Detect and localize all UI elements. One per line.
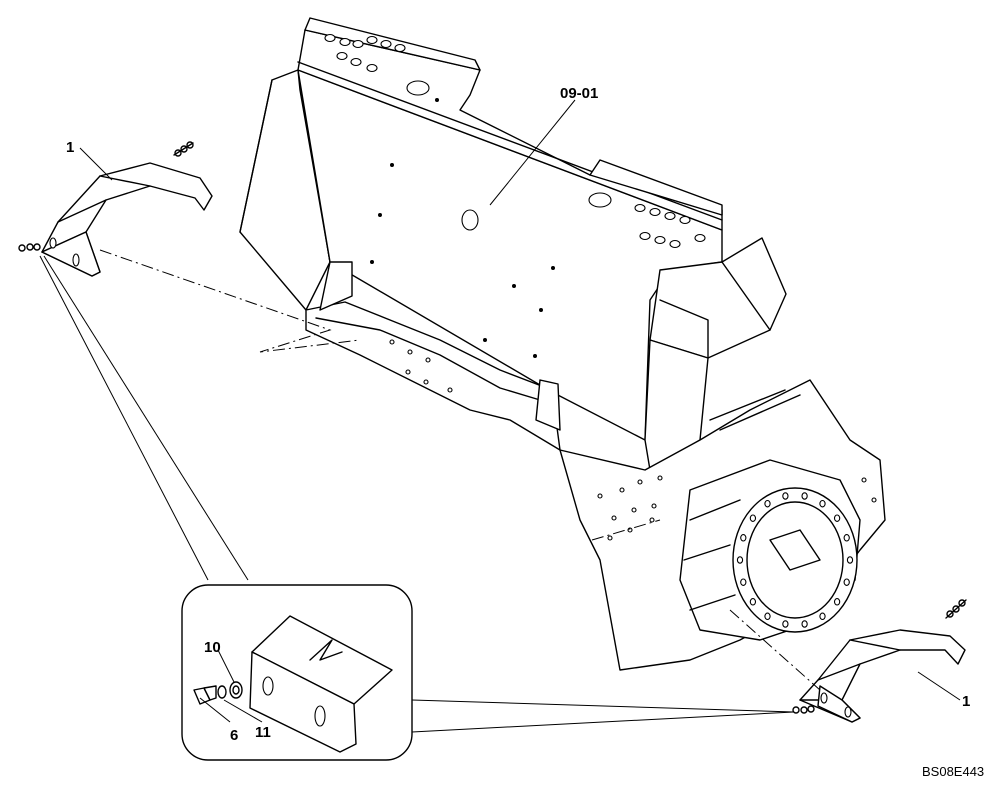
ring-bolt-hole xyxy=(782,620,789,628)
ring-bolt-hole xyxy=(764,499,771,508)
label-fender-right: 1 xyxy=(962,693,970,710)
bolt-set-right-top xyxy=(945,599,967,619)
bolt-set-right-side xyxy=(792,705,815,714)
label-bolt-6: 6 xyxy=(230,727,238,744)
fender-right xyxy=(792,599,967,723)
ring-bolt-hole xyxy=(740,578,747,586)
bolt-6 xyxy=(193,685,217,705)
ring-bolt-hole xyxy=(846,556,854,564)
ring-bolt-hole xyxy=(764,612,771,621)
ring-bolt-hole xyxy=(801,492,808,500)
ring-bolt-hole xyxy=(843,578,850,586)
ring-bolt-hole xyxy=(819,612,826,621)
label-fender-left: 1 xyxy=(66,139,74,156)
ring-bolt-hole xyxy=(833,598,841,606)
fender-left xyxy=(18,141,213,277)
bolt-set-left-top xyxy=(173,141,194,157)
label-lock-washer-11: 11 xyxy=(255,724,271,741)
ring-bolt-hole xyxy=(819,499,826,508)
top-plate-holes xyxy=(324,33,706,249)
lock-washer-11 xyxy=(217,685,227,699)
ring-bolt-hole xyxy=(801,620,808,628)
label-09-01: 09-01 xyxy=(560,85,598,102)
label-washer-10: 10 xyxy=(204,639,221,656)
frame-assembly xyxy=(239,17,886,671)
detail-inset xyxy=(181,584,413,761)
ring-bolt-hole xyxy=(749,514,757,522)
bolt-set-left-side xyxy=(18,243,41,252)
ring-bolt-hole xyxy=(736,556,744,564)
washer-10 xyxy=(229,681,243,699)
ring-bolt-hole xyxy=(833,514,841,522)
leader-lines xyxy=(39,99,961,733)
drawing-code: BS08E443 xyxy=(922,764,984,779)
ring-bolt-hole xyxy=(843,534,850,542)
ring-bolt-hole xyxy=(749,598,757,606)
bearing-ring xyxy=(679,459,861,641)
ring-bolt-hole xyxy=(740,534,747,542)
ring-bolt-hole xyxy=(782,492,789,500)
